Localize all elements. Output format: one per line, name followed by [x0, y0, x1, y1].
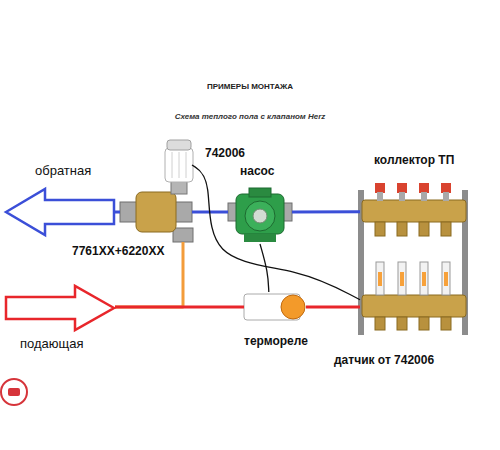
node-label: обратная: [35, 164, 91, 178]
thermostatic-head: [165, 148, 193, 182]
outlet: [441, 317, 451, 330]
pump-motor: [245, 201, 275, 231]
thermo-relay: термореле: [244, 292, 306, 322]
flowmeter-float: [378, 272, 382, 286]
valve-stem: [421, 192, 427, 201]
pump-foot: [244, 234, 276, 242]
pipe: [192, 211, 228, 214]
flow-arrow: [6, 286, 114, 330]
valve-cap: [375, 183, 385, 193]
valve-stem: [171, 180, 187, 194]
outlet: [397, 222, 407, 236]
node-label: 742006: [205, 146, 245, 160]
collector-valves: [375, 183, 451, 236]
pump: насос: [228, 188, 292, 244]
arrow-outline: [5, 285, 115, 331]
head-rib: [186, 152, 187, 178]
outlet: [397, 317, 407, 330]
mixing-valve: 7420067761XX+6220XX: [120, 140, 192, 242]
collector-bar: [362, 200, 466, 222]
relay-body: [244, 294, 300, 320]
flowmeter: [420, 262, 428, 295]
signal-wire: [192, 165, 360, 300]
valve-fitting: [173, 228, 193, 242]
head-rib: [172, 152, 173, 178]
diagram-caption: Схема теплого пола с клапаном Herz: [0, 112, 500, 121]
outlet: [419, 222, 429, 236]
pump-fitting: [228, 203, 238, 221]
pipe: [115, 306, 244, 309]
pump-terminal: [249, 188, 271, 197]
valve-cap: [419, 183, 429, 193]
valve-fitting: [120, 202, 138, 222]
outlet: [419, 317, 429, 330]
flowmeter: [398, 262, 406, 295]
node-label: 7761XX+6220XX: [72, 244, 164, 258]
flowmeter: [442, 262, 450, 295]
signal-wire: [260, 244, 269, 292]
collector-bracket: [358, 190, 364, 335]
valve-stem: [443, 192, 449, 201]
pump-fitting: [282, 203, 292, 221]
flowmeter: [376, 262, 384, 295]
collector-bracket: [462, 190, 468, 335]
valve-stem: [399, 192, 405, 201]
manifold: коллектор ТПдатчик от 742006: [360, 183, 468, 343]
valve-stem: [377, 192, 383, 201]
logo-ring: [1, 379, 27, 405]
flowmeter-float: [444, 272, 448, 286]
pipe: [115, 211, 120, 214]
pump-hub: [253, 209, 267, 223]
flowmeter-float: [422, 272, 426, 286]
arrow-outline: [5, 188, 115, 236]
relay-dial: [281, 295, 305, 319]
node-label: подающая: [20, 337, 84, 351]
diagram-title: ПРИМЕРЫ МОНТАЖА: [0, 82, 500, 91]
head-rib: [179, 152, 180, 178]
node-label: датчик от 742006: [334, 353, 434, 367]
pipe: [306, 306, 360, 309]
node-label: насос: [240, 164, 274, 178]
outlet: [441, 222, 451, 236]
valve-body: [136, 192, 176, 232]
collector-bar: [362, 295, 466, 317]
supply-arrow: подающая: [5, 285, 115, 331]
logo-mark: [8, 388, 20, 396]
pump-body: [236, 194, 284, 234]
outlet: [375, 317, 385, 330]
thermostatic-cap: [167, 140, 191, 150]
flowmeters: [375, 262, 451, 330]
return-arrow: обратная: [5, 188, 115, 236]
node-label: термореле: [244, 334, 308, 348]
pipe: [292, 210, 360, 213]
flowmeter-float: [400, 272, 404, 286]
valve-cap: [397, 183, 407, 193]
node-label: коллектор ТП: [374, 153, 454, 167]
outlet: [375, 222, 385, 236]
valve-cap: [441, 183, 451, 193]
valve-fitting: [174, 202, 192, 222]
flow-arrow: [6, 189, 114, 235]
